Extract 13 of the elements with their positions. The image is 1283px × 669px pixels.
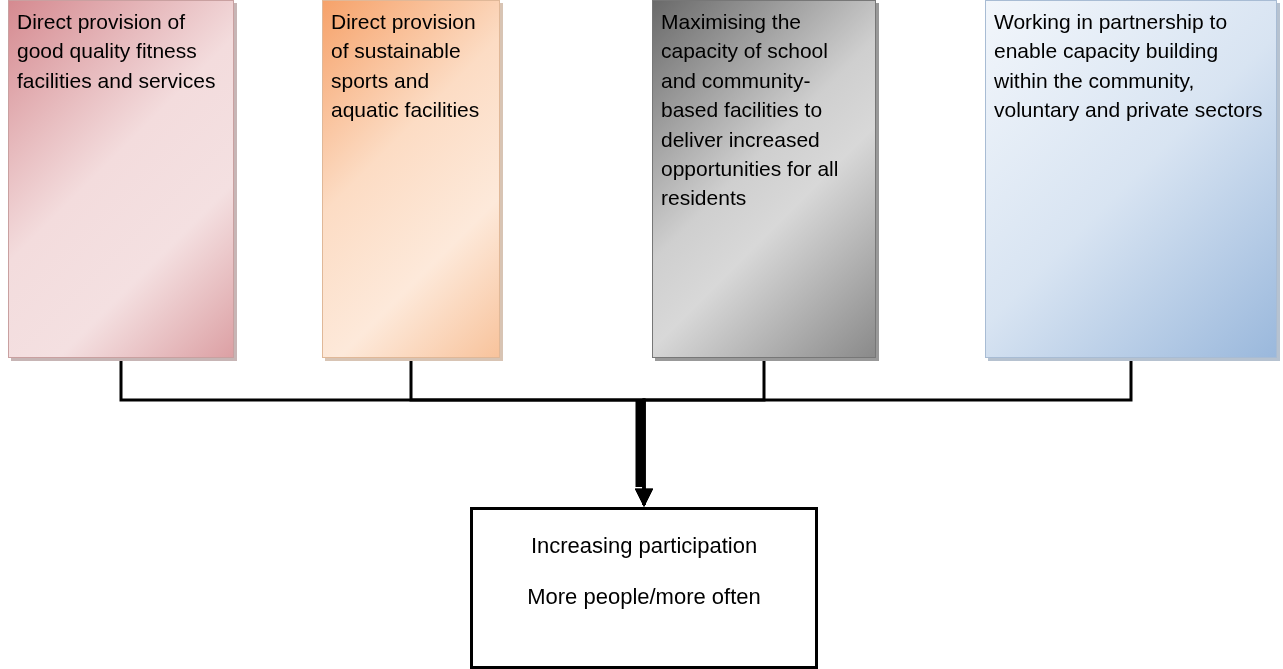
strategy-box	[8, 0, 234, 358]
strategy-box	[652, 0, 876, 358]
strategy-box	[322, 0, 500, 358]
strategy-box	[985, 0, 1277, 358]
box-text: Direct provision of sustainable sports and aquatic facilities	[331, 9, 481, 124]
connector-line	[635, 358, 1133, 507]
box-text: Increasing participation	[530, 532, 758, 560]
box-text: Direct provision of good quality fitness facilities and services	[17, 9, 217, 94]
box-text: Working in partnership to enable capacity building within the community, voluntary and private sectors	[994, 9, 1264, 124]
trunk-line	[635, 400, 645, 487]
box-text: Maximising the capacity of school and community-based facilities to deliver increased opportunities for all residents	[661, 9, 840, 212]
outcome-box	[470, 507, 818, 669]
box-text: More people/more often	[527, 582, 761, 611]
